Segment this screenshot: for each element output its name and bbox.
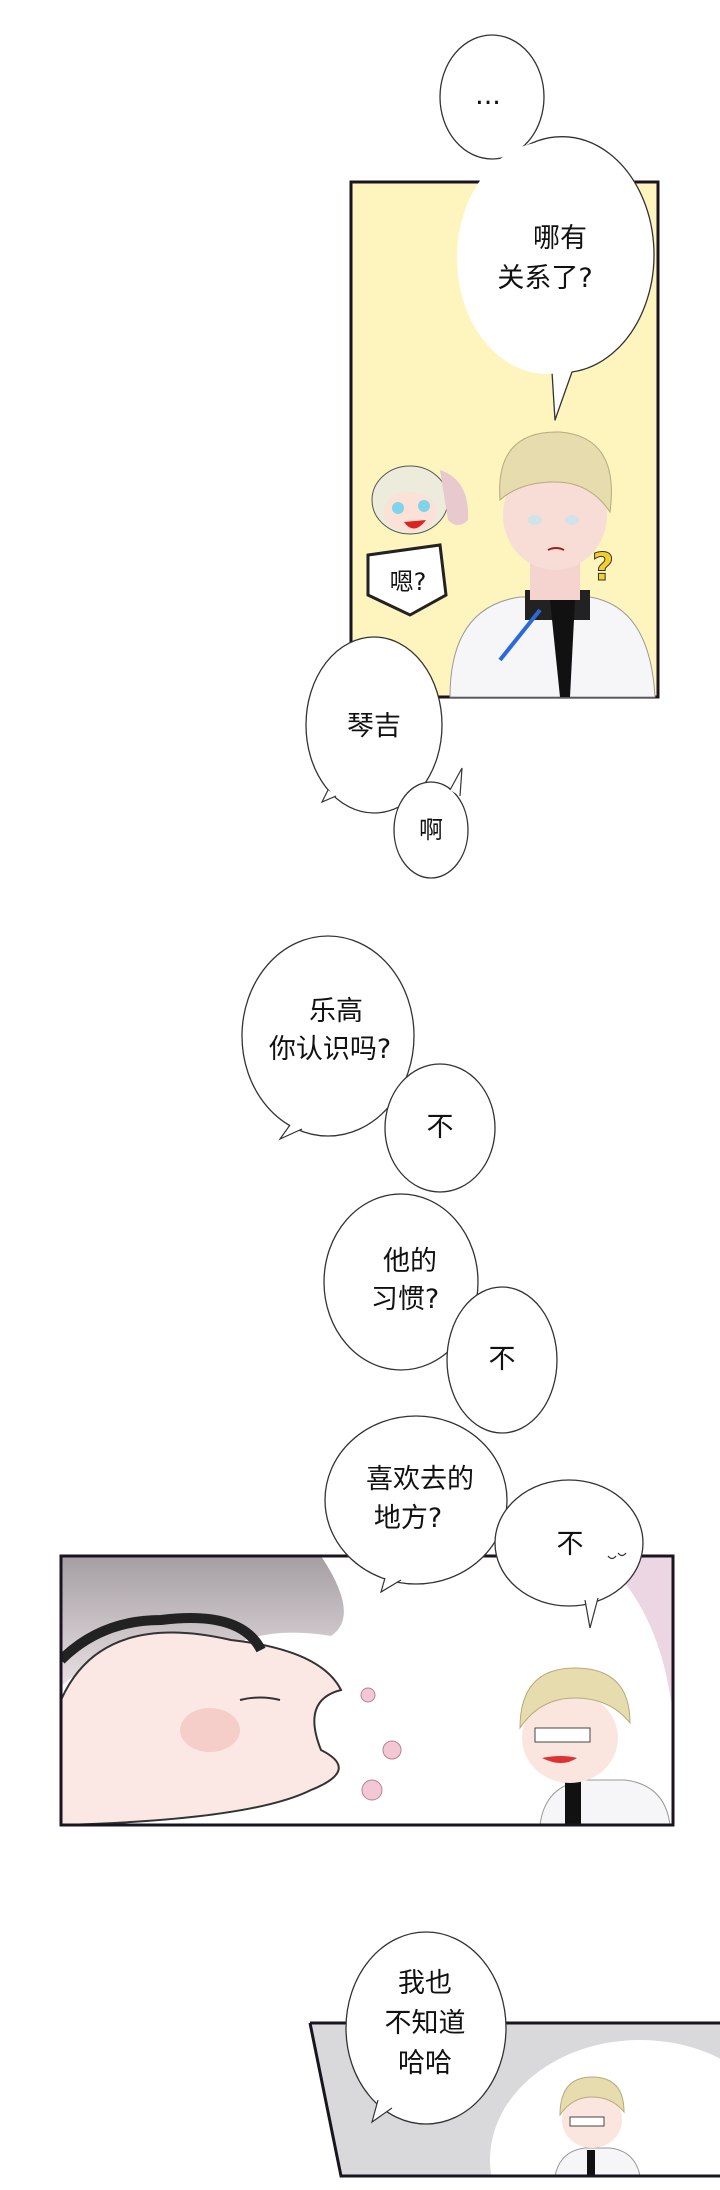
bubble-where-relation: 哪有 关系了?: [457, 136, 655, 421]
ellipsis-text: ...: [475, 80, 501, 111]
dont-know-line-1: 我也: [398, 1968, 452, 1999]
lego-line-2: 你认识吗?: [269, 1034, 391, 1065]
bubble-i-dont-know: 我也 不知道 哈哈: [345, 1931, 507, 2125]
places-line-1: 喜欢去的: [366, 1464, 474, 1495]
bubble-know-lego: 乐高 你认识吗?: [241, 935, 415, 1141]
blond-character-tiny: [554, 2076, 641, 2176]
blond-character-small: [519, 1667, 671, 1825]
bubble-no-1: 不: [384, 1063, 496, 1193]
places-line-2: 地方?: [374, 1503, 442, 1534]
hm-speech-box: 嗯?: [366, 543, 448, 617]
ah-text: 啊: [419, 816, 443, 844]
where-line-1: 哪有: [533, 223, 587, 254]
no-1-text: 不: [427, 1112, 454, 1143]
no-2-text: 不: [489, 1344, 516, 1375]
habits-line-2: 习惯?: [371, 1284, 439, 1315]
dont-know-line-2: 不知道: [385, 2008, 466, 2039]
bubble-ellipsis: ...: [439, 34, 545, 160]
bubble-his-habits: 他的 习惯?: [323, 1193, 479, 1371]
dont-know-line-3: 哈哈: [398, 2048, 452, 2079]
bubble-favorite-places: 喜欢去的 地方?: [324, 1415, 508, 1594]
qinji-text: 琴吉: [347, 711, 401, 742]
lego-line-1: 乐高: [309, 996, 363, 1027]
habits-line-1: 他的: [383, 1246, 437, 1277]
hm-text: 嗯?: [390, 568, 427, 596]
blond-character: [449, 431, 656, 698]
chibi-character: [371, 465, 469, 535]
bubble-no-2: 不: [446, 1286, 558, 1434]
sweat-mark-icon: [607, 1552, 627, 1560]
bubble-ah: 啊: [393, 767, 469, 879]
bubble-qinji: 琴吉: [305, 636, 443, 814]
where-line-2: 关系了?: [497, 263, 592, 294]
bubble-no-3: 不: [494, 1479, 644, 1629]
question-mark: ?: [592, 545, 614, 589]
no-3-text: 不: [557, 1529, 584, 1560]
